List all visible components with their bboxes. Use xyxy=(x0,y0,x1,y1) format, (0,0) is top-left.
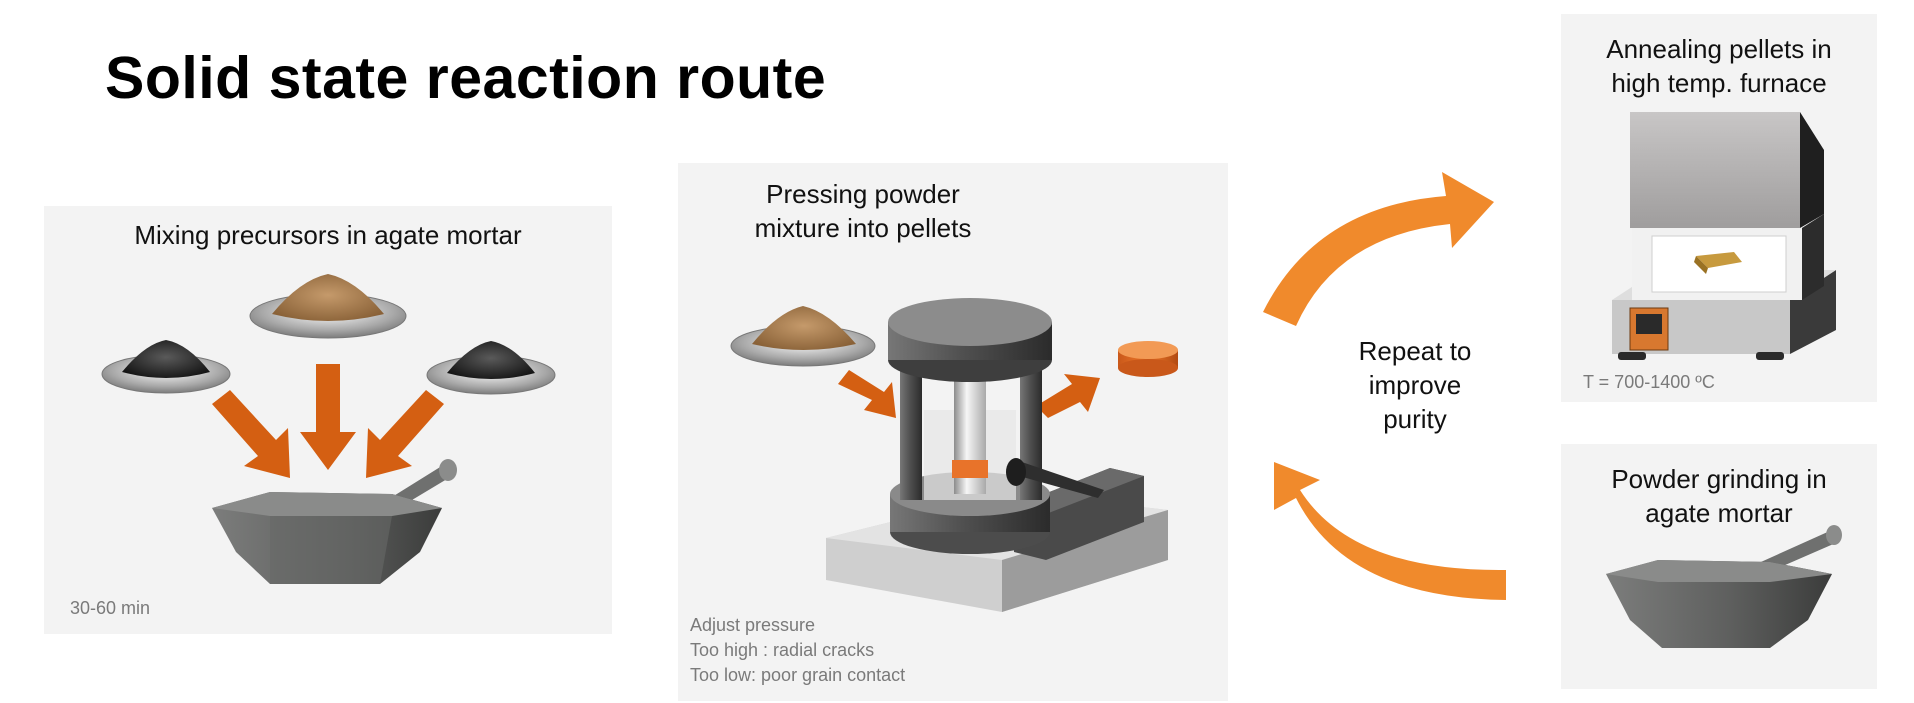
arrow-out-of-press xyxy=(1036,374,1100,418)
grinding-caption-line2: agate mortar xyxy=(1645,498,1793,528)
annealing-temp-note: T = 700-1400 ºC xyxy=(1583,372,1715,392)
annealing-caption-line2: high temp. furnace xyxy=(1611,68,1827,98)
pressing-caption-line1: Pressing powder xyxy=(766,179,960,209)
cycle-arrow-up xyxy=(1263,172,1494,326)
repeat-line3: purity xyxy=(1383,404,1447,434)
arrow-into-press xyxy=(838,370,896,418)
black-precursor-plate-right xyxy=(426,341,556,395)
grinding-mortar xyxy=(1606,525,1842,648)
black-precursor-plate-left xyxy=(101,340,231,394)
cycle-arrow-back xyxy=(1274,462,1506,600)
annealing-caption: Annealing pellets in high temp. furnace xyxy=(1561,32,1877,100)
powder-plate-press xyxy=(730,306,876,367)
arrow-down-left xyxy=(366,390,444,478)
annealing-caption-line1: Annealing pellets in xyxy=(1606,34,1832,64)
hydraulic-press xyxy=(826,298,1168,612)
arrow-down-right xyxy=(212,390,290,478)
pressing-note-1: Adjust pressure xyxy=(690,615,816,635)
page-title: Solid state reaction route xyxy=(105,45,827,111)
pressing-note-2: Too high : radial cracks xyxy=(690,640,875,660)
brown-precursor-plate xyxy=(249,274,407,339)
repeat-line1: Repeat to xyxy=(1358,336,1472,366)
agate-mortar xyxy=(212,459,457,584)
repeat-line2: improve xyxy=(1368,370,1462,400)
repeat-label: Repeat to improve purity xyxy=(1320,334,1510,436)
grinding-caption: Powder grinding in agate mortar xyxy=(1561,462,1877,530)
pressing-caption: Pressing powder mixture into pellets xyxy=(678,177,1048,245)
repeat-cycle-arrows xyxy=(1263,172,1506,600)
pressing-notes: Adjust pressure Too high : radial cracks… xyxy=(690,613,905,688)
pressing-caption-line2: mixture into pellets xyxy=(754,213,972,243)
mixing-caption: Mixing precursors in agate mortar xyxy=(134,220,522,250)
arrow-down xyxy=(300,364,356,470)
pressing-note-3: Too low: poor grain contact xyxy=(690,665,906,685)
mixing-time-note: 30-60 min xyxy=(70,598,151,618)
pressed-pellet xyxy=(1118,341,1178,377)
grinding-caption-line1: Powder grinding in xyxy=(1611,464,1827,494)
furnace xyxy=(1612,112,1836,360)
mixing-arrows xyxy=(212,364,444,478)
